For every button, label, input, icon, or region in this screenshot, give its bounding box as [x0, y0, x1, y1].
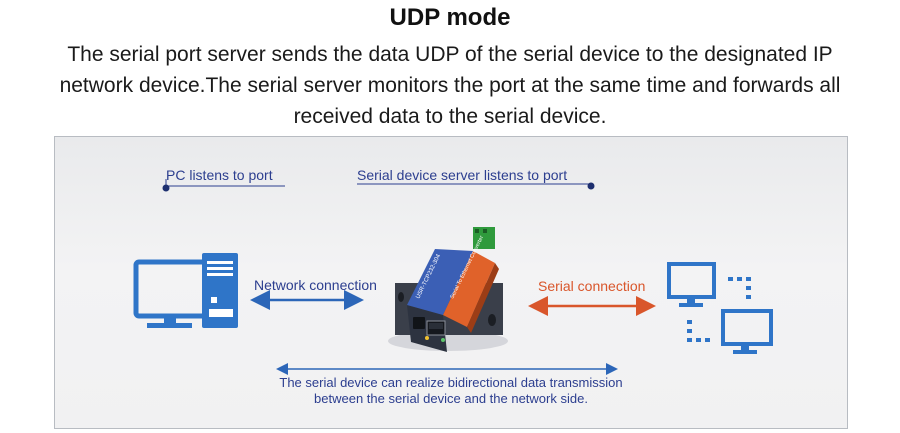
- serial-server-device: [388, 227, 508, 352]
- server-port-dot: [587, 182, 595, 190]
- footnote-line-1: The serial device can realize bidirectio…: [279, 375, 623, 390]
- description-line-2: network device.The serial server monitor…: [59, 74, 841, 97]
- pc-icon: [133, 253, 238, 328]
- serial-connection-label: Serial connection: [538, 278, 646, 294]
- pc-port-dot: [162, 184, 170, 192]
- description-line-1: The serial port server sends the data UD…: [67, 43, 833, 66]
- pc-port-callout: [162, 179, 285, 192]
- description-line-3: received data to the serial device.: [293, 105, 607, 128]
- diagram-art: USR-TCP232-304 Serial To Ethernet Conver…: [133, 179, 773, 375]
- diagram-panel: USR-TCP232-304 Serial To Ethernet Conver…: [54, 136, 848, 429]
- server-port-callout: [357, 182, 595, 190]
- server-port-label: Serial device server listens to port: [357, 167, 568, 183]
- footnote: The serial device can realize bidirectio…: [55, 375, 847, 407]
- network-connection-label: Network connection: [254, 277, 377, 293]
- pc-port-label: PC listens to port: [166, 167, 273, 183]
- serial-devices-icon: [667, 262, 773, 354]
- footnote-line-2: between the serial device and the networ…: [314, 391, 588, 406]
- page-title: UDP mode: [389, 4, 511, 31]
- description: The serial port server sends the data UD…: [0, 39, 900, 132]
